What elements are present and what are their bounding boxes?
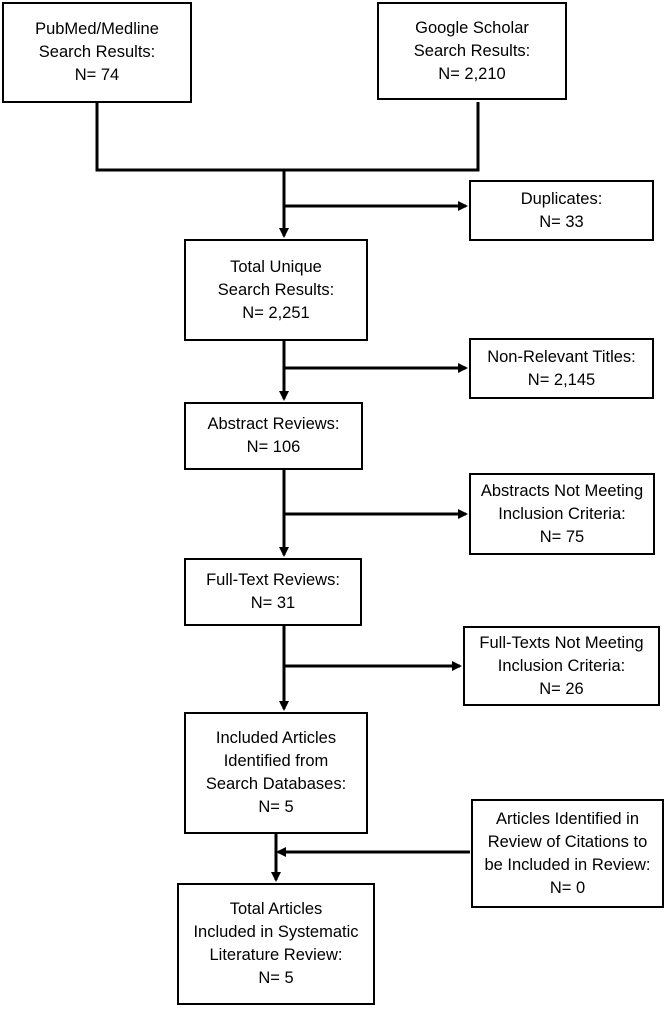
unique-line1: Total Unique	[230, 257, 322, 276]
total-articles-box: Total Articles Included in Systematic Li…	[177, 883, 375, 1005]
pubmed-line3: N= 74	[74, 66, 120, 84]
non-relevant-box: Non-Relevant Titles: N= 2,145	[469, 338, 654, 399]
pubmed-line1: PubMed/Medline	[35, 20, 159, 38]
citations-line1: Articles Identified in	[495, 809, 640, 828]
citations-line3: be Included in Review:	[484, 855, 651, 874]
abstract-reviews-line1: Abstract Reviews:	[207, 415, 340, 433]
fulltext-reviews-line1: Full-Text Reviews:	[206, 571, 340, 589]
citations-line4: N= 0	[549, 878, 586, 897]
citations-line2: Review of Citations to	[487, 832, 648, 851]
included-line2: Identified from	[223, 752, 329, 770]
total-line2: Included in Systematic	[193, 923, 359, 941]
total-line3: Literature Review:	[209, 946, 343, 964]
scholar-line1: Google Scholar	[415, 18, 529, 37]
fulltext-reviews-box: Full-Text Reviews: N= 31	[184, 558, 362, 626]
total-line1: Total Articles	[229, 900, 323, 918]
abstracts-excluded-line2: Inclusion Criteria:	[498, 504, 626, 523]
abstract-reviews-line2: N= 106	[246, 438, 301, 456]
included-line4: N= 5	[258, 798, 294, 816]
unique-line2: Search Results:	[217, 280, 335, 299]
abstracts-excluded-line1: Abstracts Not Meeting	[480, 481, 644, 500]
total-line4: N= 5	[258, 969, 294, 987]
fulltexts-excluded-line1: Full-Texts Not Meeting	[479, 633, 644, 652]
duplicates-line2: N= 33	[539, 212, 584, 231]
scholar-line2: Search Results:	[413, 41, 531, 60]
fulltexts-excluded-box: Full-Texts Not Meeting Inclusion Criteri…	[463, 626, 660, 706]
fulltexts-excluded-line2: Inclusion Criteria:	[497, 656, 626, 675]
pubmed-line2: Search Results:	[38, 43, 156, 61]
included-articles-box: Included Articles Identified from Search…	[184, 712, 368, 834]
total-unique-box: Total Unique Search Results: N= 2,251	[184, 239, 368, 341]
unique-line3: N= 2,251	[242, 303, 310, 322]
included-line1: Included Articles	[215, 729, 337, 747]
abstracts-excluded-box: Abstracts Not Meeting Inclusion Criteria…	[469, 473, 655, 555]
pubmed-box: PubMed/Medline Search Results: N= 74	[2, 2, 192, 103]
abstract-reviews-box: Abstract Reviews: N= 106	[184, 402, 363, 470]
fulltexts-excluded-line3: N= 26	[539, 679, 584, 698]
nonrelevant-line2: N= 2,145	[527, 370, 596, 389]
citations-box: Articles Identified in Review of Citatio…	[471, 799, 664, 908]
abstracts-excluded-line3: N= 75	[539, 527, 585, 546]
included-line3: Search Databases:	[205, 775, 347, 793]
merge-connector	[95, 102, 480, 172]
fulltext-reviews-line2: N= 31	[250, 594, 296, 612]
duplicates-line1: Duplicates:	[520, 189, 603, 208]
nonrelevant-line1: Non-Relevant Titles:	[487, 347, 636, 366]
scholar-line3: N= 2,210	[438, 64, 506, 83]
duplicates-box: Duplicates: N= 33	[469, 180, 654, 241]
google-scholar-box: Google Scholar Search Results: N= 2,210	[377, 2, 567, 100]
